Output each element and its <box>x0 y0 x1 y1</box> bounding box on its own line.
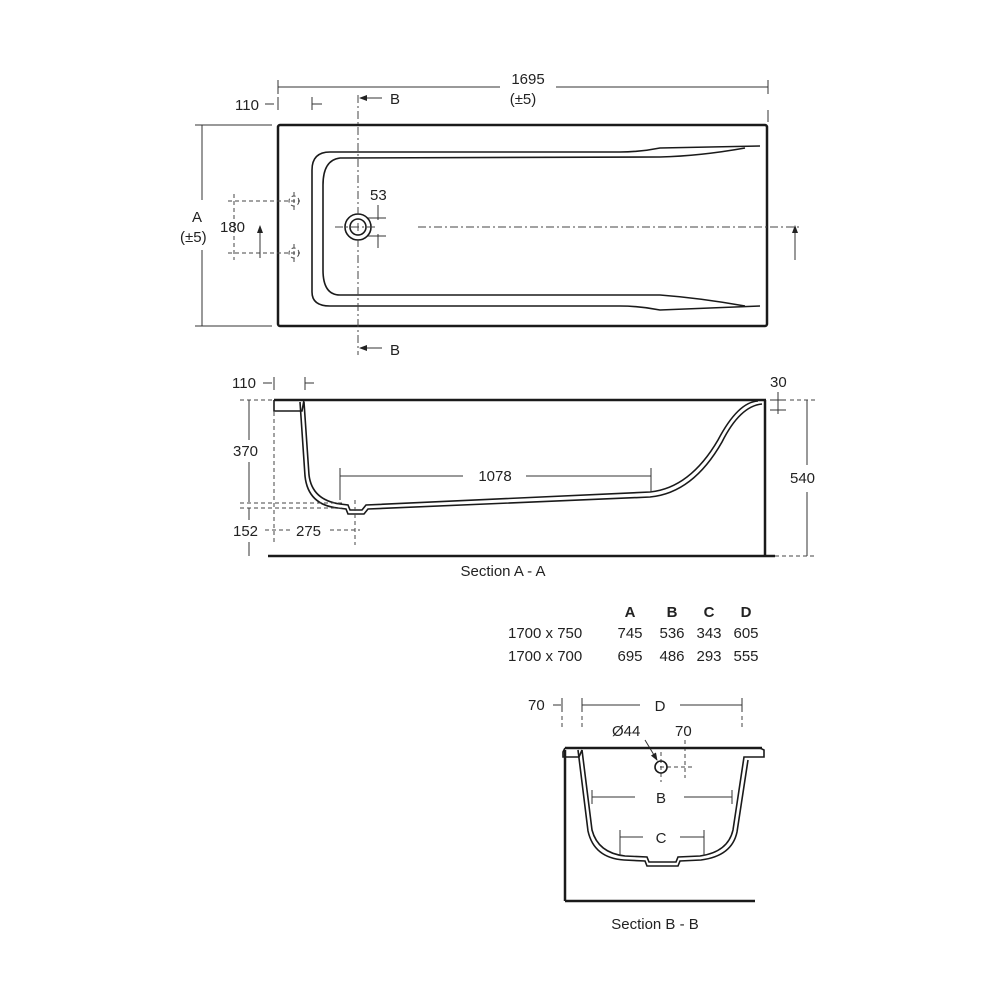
rim-inner-contour <box>322 147 746 307</box>
section-bb-base-label: C <box>656 830 667 847</box>
table-row: 1700 x 750 745 536 343 605 <box>508 625 759 642</box>
section-bb-rim: 70 <box>528 697 545 714</box>
tap-spacing: 180 <box>220 219 245 236</box>
row-size: 1700 x 750 <box>508 625 582 642</box>
overflow-diameter: Ø44 <box>612 723 640 740</box>
section-bb: 70 D Ø44 70 B C Section B - B <box>528 697 765 933</box>
cell: 293 <box>696 648 721 665</box>
plan-width-label: A <box>192 209 202 226</box>
section-bb-inner-label: B <box>656 790 666 807</box>
section-aa: 110 30 370 152 275 1078 540 Section A - … <box>232 374 815 580</box>
section-bb-width-label: D <box>655 698 666 715</box>
plan-view: 1695 (±5) 110 A (±5) 180 53 B <box>180 71 800 359</box>
row-size: 1700 x 700 <box>508 648 582 665</box>
cell: 343 <box>696 625 721 642</box>
table-row: 1700 x 700 695 486 293 555 <box>508 648 759 665</box>
cell: 536 <box>659 625 684 642</box>
overflow-offset: 70 <box>675 723 692 740</box>
section-aa-floor: 152 <box>233 523 258 540</box>
size-table: A B C D 1700 x 750 745 536 343 605 1700 … <box>508 604 759 665</box>
cell: 745 <box>617 625 642 642</box>
leader-arrow-icon <box>644 739 658 761</box>
cell: 695 <box>617 648 642 665</box>
rim-end <box>273 399 305 412</box>
table-header-b: B <box>667 604 678 621</box>
section-bb-title: Section B - B <box>611 916 699 933</box>
overflow-hole <box>654 760 668 774</box>
section-b-label-bottom: B <box>390 342 400 359</box>
section-aa-base-length: 1078 <box>478 468 511 485</box>
table-header-d: D <box>741 604 752 621</box>
section-aa-offset-110: 110 <box>232 375 256 392</box>
plan-offset-110: 110 <box>235 97 259 114</box>
section-aa-waste-position: 275 <box>296 523 321 540</box>
bath-shell-profile-bb <box>577 749 749 867</box>
cell: 605 <box>733 625 758 642</box>
section-aa-rim: 30 <box>770 374 787 391</box>
cell: 555 <box>733 648 758 665</box>
rim-left <box>562 747 583 758</box>
section-aa-depth: 370 <box>233 443 258 460</box>
waste-offset: 53 <box>370 187 387 204</box>
section-aa-height: 540 <box>790 470 815 487</box>
bath-shell-profile <box>303 400 759 511</box>
plan-width-tolerance: (±5) <box>180 229 207 246</box>
bath-outline <box>276 123 769 328</box>
plan-length-tolerance: (±5) <box>510 91 537 108</box>
cell: 486 <box>659 648 684 665</box>
section-b-label-top: B <box>390 91 400 108</box>
section-aa-title: Section A - A <box>460 563 545 580</box>
rim-outer-contour <box>311 145 761 311</box>
table-header-a: A <box>625 604 636 621</box>
table-header-c: C <box>704 604 715 621</box>
plan-length: 1695 <box>511 71 544 88</box>
